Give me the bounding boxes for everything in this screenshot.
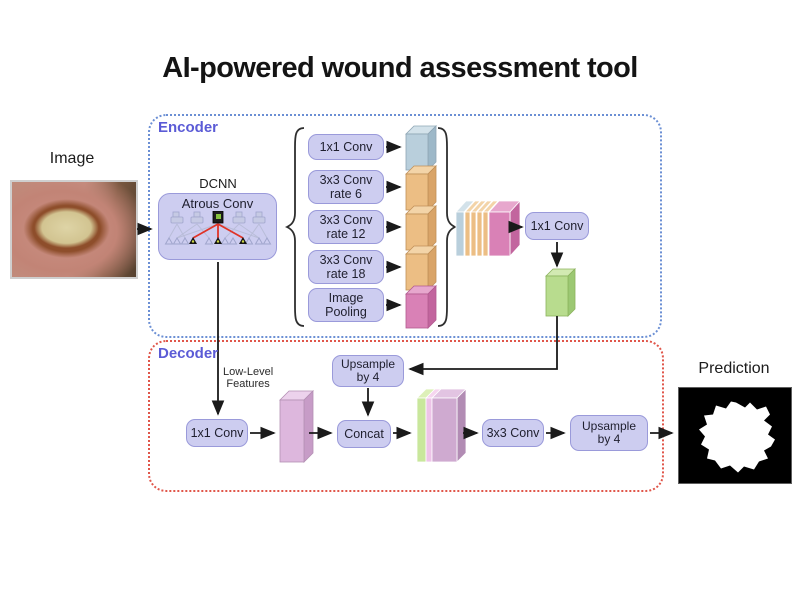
aspp-box-1x1-conv: 1x1 Conv [308,134,384,160]
atrous-conv-block: Atrous Conv [158,193,277,260]
encoder-1x1-conv-box: 1x1 Conv [525,212,589,240]
atrous-diagram [164,211,271,245]
decoder-panel [148,340,664,492]
prediction-label: Prediction [698,360,770,377]
atrous-gray-links [168,223,267,239]
decoder-label: Decoder [158,345,219,362]
concat-box: Concat [337,420,391,448]
atrous-conv-label: Atrous Conv [181,196,254,211]
decoder-1x1-conv-box: 1x1 Conv [186,419,248,447]
page-title: AI-powered wound assessment tool [162,52,638,84]
atrous-taps [164,237,271,245]
atrous-red-links [192,223,243,239]
atrous-filter-icons [170,211,265,224]
encoder-label: Encoder [158,119,219,136]
input-image-label: Image [49,150,95,167]
prediction-mask [678,387,792,484]
wound-photo [10,180,138,279]
dcnn-label: DCNN [199,176,237,191]
segmentation-blob [699,401,775,473]
conv-3x3-box: 3x3 Conv [482,419,544,447]
